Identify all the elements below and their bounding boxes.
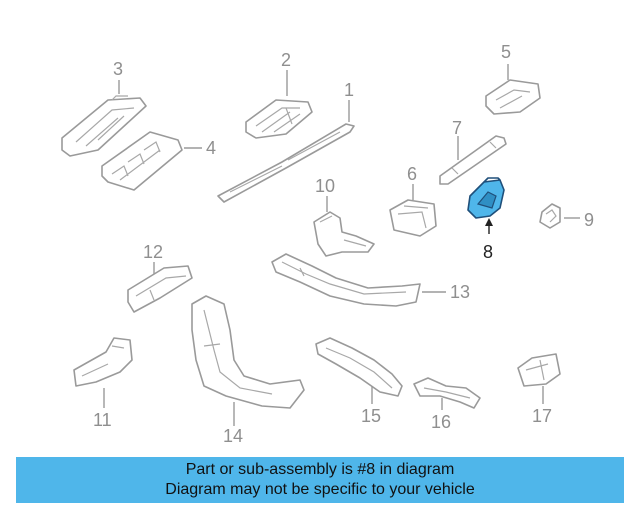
label-1: 1 [344, 80, 354, 100]
part-13: 13 [271, 253, 470, 307]
label-8: 8 [483, 242, 493, 262]
part-17: 17 [517, 353, 561, 426]
part-10: 10 [313, 176, 375, 257]
label-13: 13 [450, 282, 470, 302]
part-16: 16 [413, 377, 481, 432]
part-7: 7 [439, 118, 507, 185]
part-3: 3 [61, 59, 147, 157]
label-6: 6 [407, 164, 417, 184]
label-10: 10 [315, 176, 335, 196]
part-2: 2 [245, 50, 313, 139]
label-3: 3 [113, 59, 123, 79]
part-12: 12 [127, 242, 193, 313]
part-15: 15 [315, 337, 403, 426]
part-5: 5 [485, 42, 541, 115]
part-14: 14 [191, 295, 305, 446]
label-2: 2 [281, 50, 291, 70]
label-14: 14 [223, 426, 243, 446]
banner-line-1: Part or sub-assembly is #8 in diagram [185, 461, 455, 478]
label-4: 4 [206, 138, 216, 158]
part-4: 4 [101, 131, 216, 191]
part-9: 9 [539, 203, 594, 230]
part-1: 1 [217, 80, 355, 203]
label-5: 5 [501, 42, 511, 62]
banner-line-2: Diagram may not be specific to your vehi… [165, 481, 475, 498]
label-9: 9 [584, 210, 594, 230]
part-8-highlighted: 8 [467, 177, 505, 262]
label-17: 17 [532, 406, 552, 426]
label-15: 15 [361, 406, 381, 426]
label-11: 11 [93, 410, 112, 430]
part-6: 6 [389, 164, 437, 237]
label-12: 12 [143, 242, 163, 262]
parts-diagram: 3 4 2 1 5 7 6 [61, 42, 594, 446]
info-banner: Part or sub-assembly is #8 in diagram Di… [16, 457, 624, 503]
label-7: 7 [452, 118, 462, 138]
label-16: 16 [431, 412, 451, 432]
part-11: 11 [73, 337, 133, 430]
